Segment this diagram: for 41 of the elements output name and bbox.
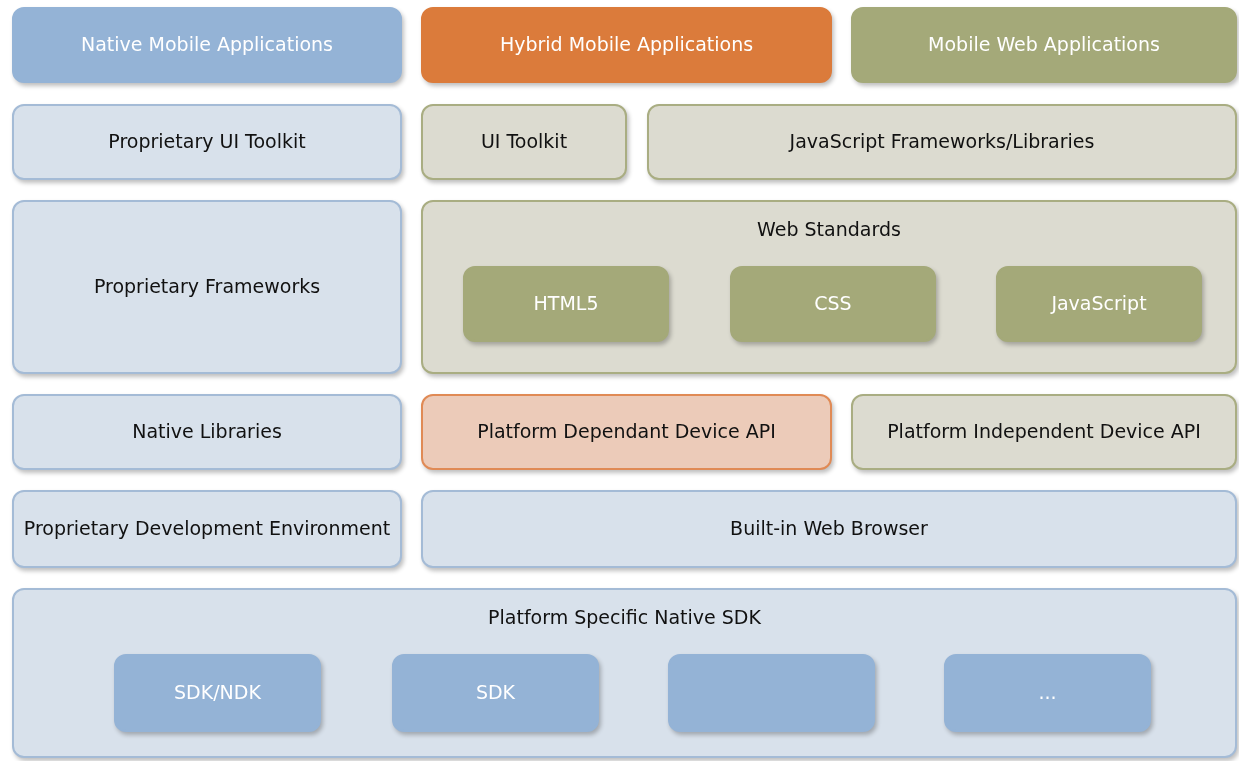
layer-panel <box>421 200 1237 374</box>
layer-box <box>421 7 832 83</box>
layer-box <box>730 266 936 342</box>
layer-box <box>12 490 402 568</box>
layer-box <box>421 104 627 180</box>
box-label: Mobile Web Applications <box>927 33 1161 57</box>
layer-box <box>114 654 321 732</box>
box-label: Platform Independent Device API <box>886 420 1202 444</box>
layer-box <box>851 7 1237 83</box>
layer-box <box>996 266 1202 342</box>
layer-box <box>392 654 599 732</box>
box-label: CSS <box>813 292 853 316</box>
panel-heading: Platform Specific Native SDK <box>487 606 762 630</box>
layer-box <box>647 104 1237 180</box>
layer-panel <box>12 588 1237 758</box>
layer-box <box>12 200 402 374</box>
box-label: Native Mobile Applications <box>80 33 334 57</box>
box-label: Built-in Web Browser <box>729 517 929 541</box>
panel-heading: Web Standards <box>756 218 902 242</box>
layer-box <box>668 654 875 732</box>
layer-box <box>12 394 402 470</box>
box-label: HTML5 <box>532 292 600 316</box>
box-label: SDK/NDK <box>173 681 262 705</box>
layer-box <box>421 394 832 470</box>
layer-box <box>421 490 1237 568</box>
box-label: Hybrid Mobile Applications <box>498 33 755 57</box>
box-label: SDK <box>474 681 517 705</box>
layer-box <box>463 266 669 342</box>
box-label: UI Toolkit <box>479 130 569 154</box>
layer-box <box>12 7 402 83</box>
box-label: Proprietary Frameworks <box>92 275 322 299</box>
box-label: ... <box>1037 681 1058 705</box>
box-label: Platform Dependant Device API <box>476 420 777 444</box>
layer-box <box>12 104 402 180</box>
box-label: JavaScript <box>1049 292 1148 316</box>
layer-box <box>851 394 1237 470</box>
box-label: Proprietary UI Toolkit <box>107 130 307 154</box>
box-label: JavaScript Frameworks/Libraries <box>787 130 1096 154</box>
box-label: Native Libraries <box>131 420 283 444</box>
layer-box <box>944 654 1151 732</box>
box-label: Proprietary Development Environment <box>22 517 392 541</box>
